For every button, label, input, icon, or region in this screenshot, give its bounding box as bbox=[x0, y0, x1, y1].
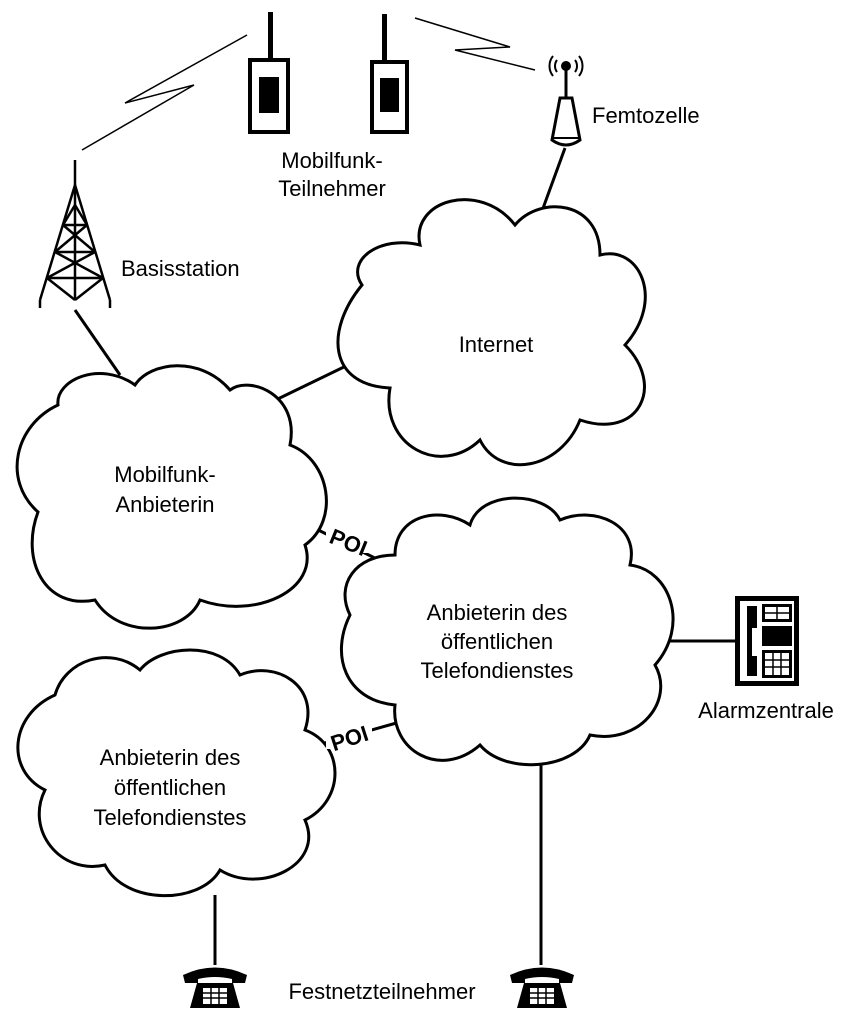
alarm-center-phone-icon bbox=[735, 596, 799, 686]
landline-subscribers-label: Festnetzteilnehmer bbox=[288, 979, 475, 1004]
phone-provider-cloud-right bbox=[340, 496, 675, 767]
phone-provider-left-label-line2: öffentlichen bbox=[114, 775, 226, 800]
desk-phone-icon bbox=[183, 967, 247, 1008]
radio-link-tower-phone bbox=[81, 34, 248, 151]
radio-link-phone-femtocell bbox=[414, 17, 536, 71]
phone-provider-left-label-line1: Anbieterin des bbox=[100, 745, 241, 770]
internet-label: Internet bbox=[459, 332, 534, 357]
femtocell-antenna-icon bbox=[548, 55, 584, 147]
mobile-phone-icon bbox=[370, 14, 409, 134]
alarm-center-label: Alarmzentrale bbox=[698, 698, 834, 723]
cell-tower-icon bbox=[38, 160, 112, 308]
phone-provider-right-label-line2: öffentlichen bbox=[441, 629, 553, 654]
mobile-provider-label-line2: Anbieterin bbox=[115, 492, 214, 517]
femtocell-label: Femtozelle bbox=[592, 103, 700, 128]
mobile-phone-icon bbox=[248, 12, 290, 134]
internet-cloud bbox=[336, 198, 647, 467]
desk-phone-icon bbox=[510, 967, 574, 1008]
mobile-subscribers-label-line1: Mobilfunk- bbox=[281, 148, 382, 173]
mobile-subscribers-label-line2: Teilnehmer bbox=[278, 176, 386, 201]
base-station-label: Basisstation bbox=[121, 256, 240, 281]
phone-provider-cloud-left bbox=[16, 648, 337, 898]
mobile-provider-label-line1: Mobilfunk- bbox=[114, 462, 215, 487]
phone-provider-left-label-line3: Telefondienstes bbox=[94, 805, 247, 830]
link-tower-mobile-provider bbox=[73, 309, 122, 376]
phone-provider-right-label-line1: Anbieterin des bbox=[427, 600, 568, 625]
mobile-provider-cloud bbox=[15, 364, 328, 630]
phone-provider-right-label-line3: Telefondienstes bbox=[421, 658, 574, 683]
